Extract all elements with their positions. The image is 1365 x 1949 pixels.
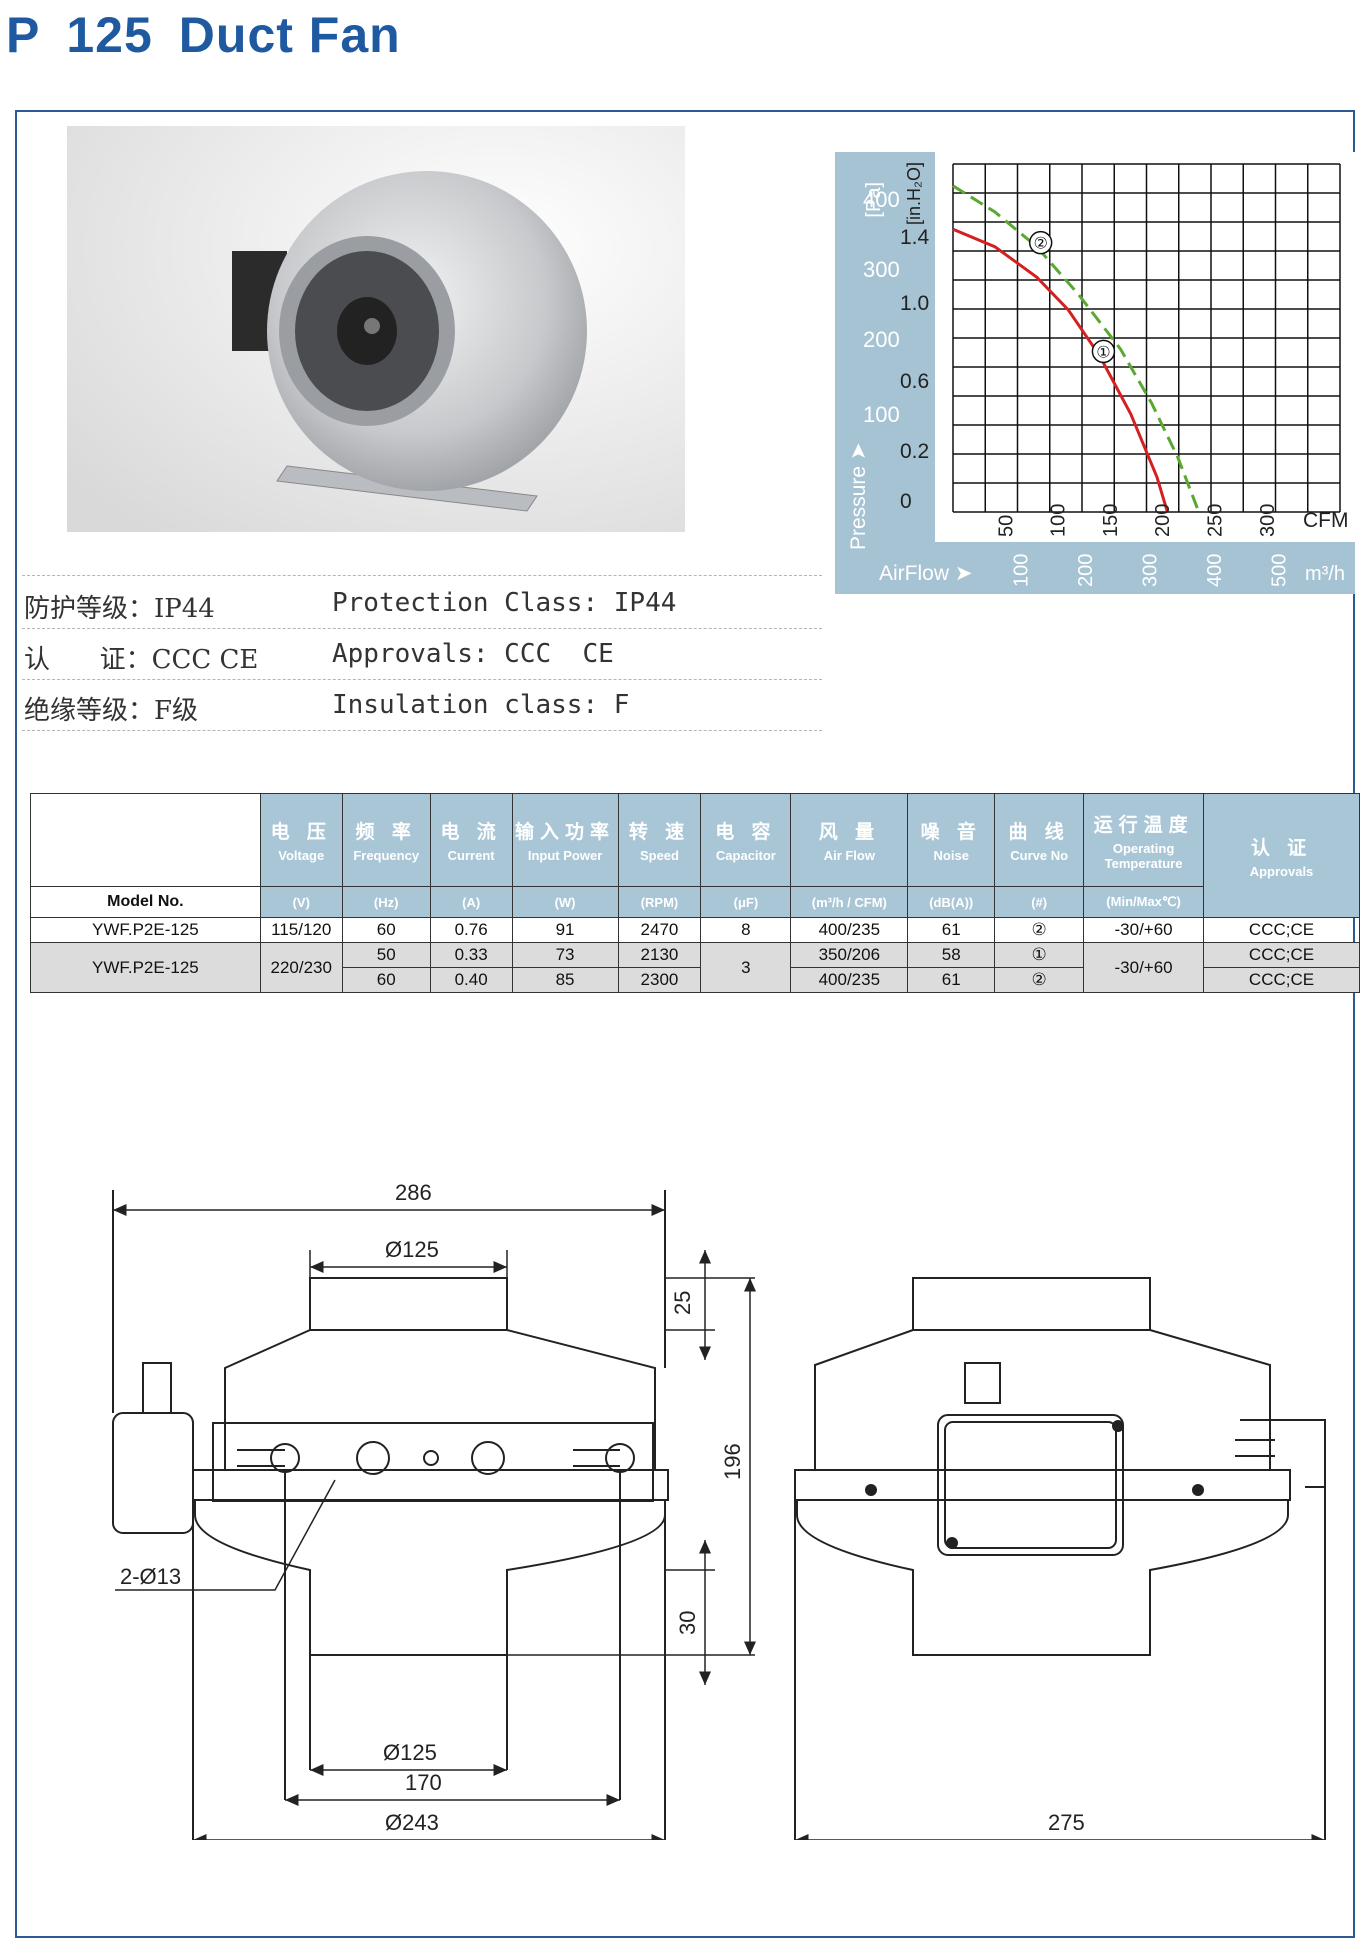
dim-body-dia: Ø243	[385, 1810, 439, 1835]
title-prefix: P	[6, 7, 41, 63]
y-tick-pa: 200	[863, 327, 900, 352]
y-tick-pa: 400	[863, 187, 900, 212]
x-tick-m3h: 200	[1075, 554, 1097, 587]
spec-list: 防护等级：IP44 Protection Class: IP44 认 证：CCC…	[22, 578, 822, 731]
x-axis-label: AirFlow ➤	[879, 562, 972, 585]
dim-height: 196	[720, 1443, 745, 1480]
spec-zh: 防护等级：IP44	[24, 594, 215, 624]
table-row: YWF.P2E-125 115/120 60 0.76 91 2470 8 40…	[30, 917, 1360, 943]
front-dimensions	[113, 1204, 756, 1840]
curve-marker-label: ①	[1096, 342, 1110, 361]
x-tick-m3h: 500	[1269, 554, 1291, 587]
spec-top-rule	[22, 575, 822, 576]
x-tick-m3h: 100	[1011, 554, 1033, 587]
front-view	[112, 1190, 669, 1840]
y-tick-pa: 100	[863, 402, 900, 427]
spec-zh: 认 证：CCC CE	[24, 645, 259, 675]
x-tick-m3h: 400	[1204, 554, 1226, 587]
col-model: Model No.	[30, 886, 261, 918]
x-tick-cfm: 250	[1204, 504, 1226, 537]
spec-en: Approvals: CCC CE	[332, 639, 614, 669]
spec-en: Protection Class: IP44	[332, 588, 677, 618]
page-title: P 125 Duct Fan	[6, 6, 427, 64]
unit-voltage: (V)	[259, 886, 343, 918]
y-axis-label: Pressure ➤	[847, 443, 870, 550]
dim-inlet-top: Ø125	[385, 1237, 439, 1262]
unit-flow: (m³/h / CFM)	[790, 886, 909, 918]
dim-bottom-collar: 30	[675, 1611, 700, 1635]
y-tick-inh2o: 1.4	[900, 226, 930, 249]
y-tick-inh2o: 0	[900, 490, 912, 513]
table-row: YWF.P2E-125 220/230 50 0.33 73 2130 3 35…	[30, 942, 1360, 993]
x-unit-cfm: CFM	[1303, 509, 1349, 532]
unit-current: (A)	[429, 886, 513, 918]
x-tick-cfm: 100	[1048, 504, 1070, 537]
chart-bottom-band	[835, 542, 1355, 594]
y-unit-pa: [Pa]	[863, 182, 885, 218]
spec-row-protection: 防护等级：IP44 Protection Class: IP44	[22, 578, 822, 629]
y-tick-inh2o: 0.6	[900, 370, 929, 393]
dim-width-total: 286	[395, 1180, 432, 1205]
y-tick-pa: 300	[863, 257, 900, 282]
unit-speed: (RPM)	[617, 886, 702, 918]
content-frame	[15, 110, 1355, 1938]
y-tick-inh2o: 1.0	[900, 292, 929, 315]
table-corner	[30, 793, 261, 887]
curve-marker-label: ②	[1034, 234, 1048, 253]
y-unit-inh2o: [in.H₂O]	[904, 162, 924, 225]
product-photo	[67, 126, 685, 532]
curve-marker	[1028, 230, 1053, 255]
x-tick-cfm: 200	[1152, 504, 1174, 537]
chart-curves: ①②	[952, 184, 1201, 513]
series-line-2	[952, 184, 1201, 513]
title-number: 125	[66, 7, 153, 63]
chart-grid	[952, 163, 1341, 513]
x-tick-cfm: 300	[1257, 504, 1279, 537]
dim-inlet-bottom: Ø125	[383, 1740, 437, 1765]
spec-row-approvals: 认 证：CCC CE Approvals: CCC CE	[22, 629, 822, 680]
title-name: Duct Fan	[178, 7, 401, 63]
spec-zh: 绝缘等级：F级	[24, 696, 199, 726]
x-tick-m3h: 300	[1140, 554, 1162, 587]
chart-left-band	[835, 152, 935, 594]
x-tick-cfm: 150	[1100, 504, 1122, 537]
series-line-1	[952, 227, 1169, 513]
unit-curve: (#)	[994, 886, 1085, 918]
table-row: 60 0.40 85 2300 400/235 61 ② CCC;CE	[31, 967, 1360, 993]
dim-mount-spacing: 170	[405, 1770, 442, 1795]
spec-en: Insulation class: F	[332, 690, 630, 720]
unit-noise: (dB(A))	[907, 886, 996, 918]
unit-temperature: (Min/Max℃)	[1083, 886, 1205, 918]
dimension-labels: 286 Ø125 25 196 30 Ø125 170 Ø243 2-Ø13 2…	[120, 1180, 1085, 1835]
spec-row-insulation: 绝缘等级：F级 Insulation class: F	[22, 680, 822, 731]
curve-marker	[1091, 339, 1116, 364]
unit-capacitor: (μF)	[700, 886, 792, 918]
x-unit-m3h: m³/h	[1305, 563, 1345, 585]
dim-side-width: 275	[1048, 1810, 1085, 1835]
side-view	[794, 1277, 1326, 1840]
x-tick-cfm: 50	[995, 515, 1017, 537]
unit-power: (W)	[511, 886, 619, 918]
dimension-drawing: 286 Ø125 25 196 30 Ø125 170 Ø243 2-Ø13 2…	[112, 1180, 1326, 1840]
unit-frequency: (Hz)	[341, 886, 431, 918]
y-tick-inh2o: 0.2	[900, 440, 929, 463]
dim-holes: 2-Ø13	[120, 1564, 181, 1589]
chart-labels: 4003002001001.41.00.60.20[Pa][in.H₂O]Pre…	[847, 162, 1349, 587]
dim-top-collar: 25	[670, 1291, 695, 1315]
performance-chart: ①② 4003002001001.41.00.60.20[Pa][in.H₂O]…	[835, 152, 1355, 594]
